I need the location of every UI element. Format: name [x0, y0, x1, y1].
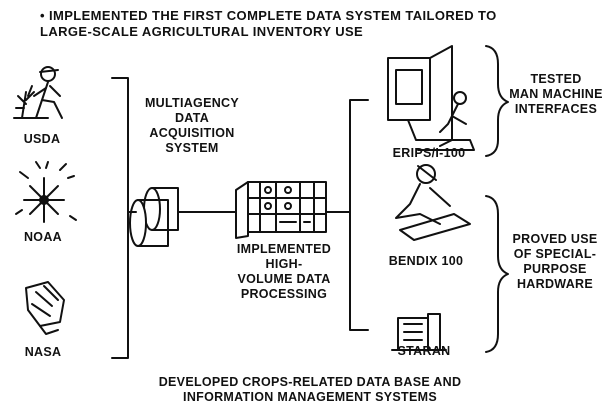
storage-drums-icon — [129, 187, 179, 247]
staran-cabinet-icon — [391, 313, 447, 351]
nasa-label: NASA — [24, 345, 62, 359]
usda-farmer-icon — [13, 66, 63, 119]
acquisition-label: MULTIAGENCY DATA ACQUISITION SYSTEM — [144, 96, 240, 155]
staran-label: STARAN — [397, 344, 451, 358]
bendix-label: BENDIX 100 — [388, 254, 464, 268]
noaa-weather-icon — [15, 161, 77, 223]
brace-tested — [485, 45, 509, 157]
output-bracket — [349, 99, 369, 331]
computer-console-icon — [235, 181, 327, 239]
nasa-satellite-icon — [25, 281, 65, 335]
footer-caption: DEVELOPED CROPS-RELATED DATA BASE AND IN… — [158, 375, 462, 404]
headline: • IMPLEMENTED THE FIRST COMPLETE DATA SY… — [40, 8, 497, 39]
erips-terminal-icon — [387, 45, 475, 151]
tested-note: TESTED MAN MACHINE INTERFACES — [509, 72, 603, 116]
usda-label: USDA — [23, 132, 61, 146]
processing-label: IMPLEMENTED HIGH- VOLUME DATA PROCESSING — [236, 242, 332, 301]
erips-label: ERIPS/I-100 — [392, 146, 466, 160]
brace-proved — [485, 195, 509, 353]
bendix-operator-icon — [395, 164, 471, 241]
noaa-label: NOAA — [23, 230, 62, 244]
proved-note: PROVED USE OF SPECIAL- PURPOSE HARDWARE — [512, 232, 598, 291]
